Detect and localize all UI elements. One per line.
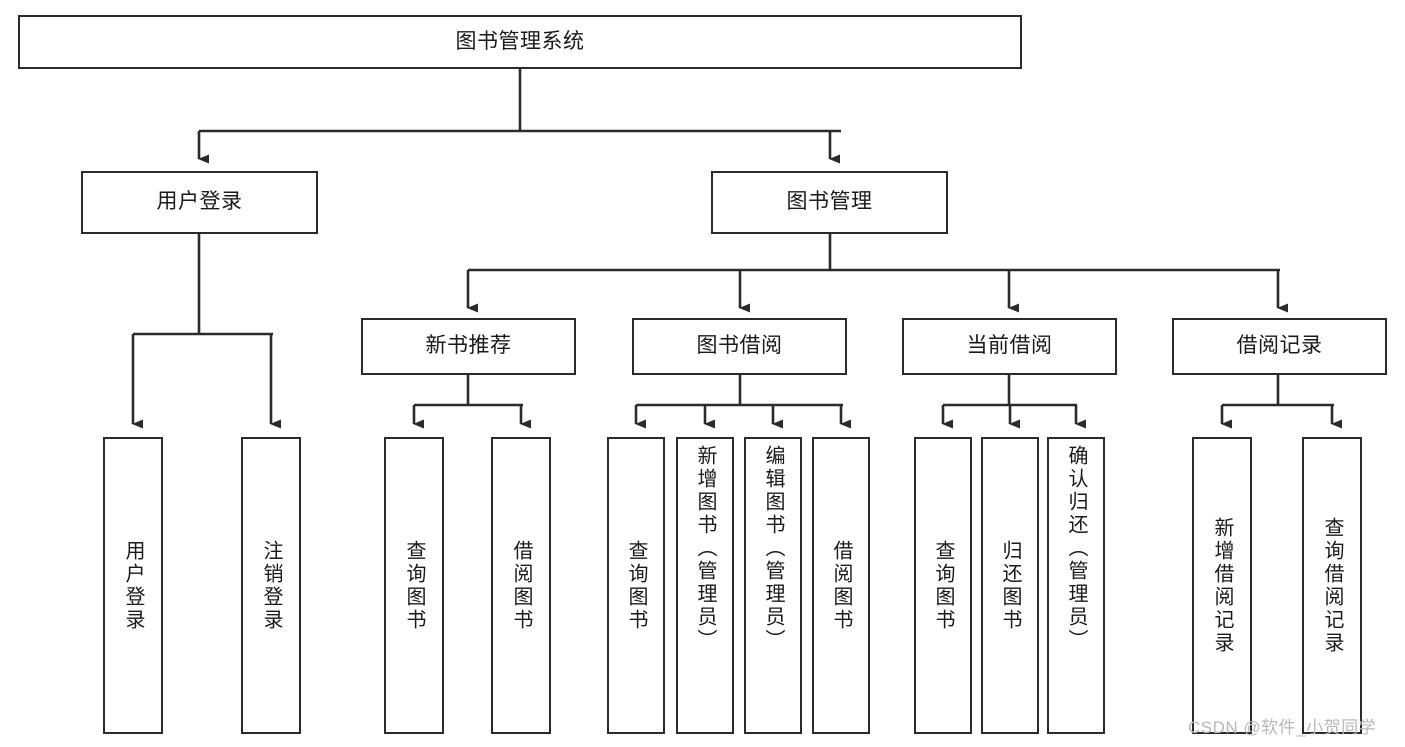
leaf-current-borrow-return-book[interactable]: 归还图书 (981, 437, 1039, 734)
node-label: 查询图书 (625, 539, 647, 632)
node-label: 图书管理 (786, 190, 873, 214)
node-label: 借阅记录 (1236, 334, 1323, 358)
node-label: 编辑图书（管理员） (762, 445, 784, 652)
node-label: 注销登录 (260, 539, 282, 632)
node-book-management[interactable]: 图书管理 (711, 171, 948, 234)
node-root-book-management-system[interactable]: 图书管理系统 (18, 15, 1022, 69)
leaf-borrow-record-add-record[interactable]: 新增借阅记录 (1192, 437, 1252, 734)
leaf-current-borrow-query-book[interactable]: 查询图书 (914, 437, 972, 734)
node-label: 新增借阅记录 (1211, 516, 1233, 655)
node-current-borrow[interactable]: 当前借阅 (902, 318, 1117, 375)
node-label: 用户登录 (122, 539, 144, 632)
node-borrow-record[interactable]: 借阅记录 (1172, 318, 1387, 375)
node-label: 图书借阅 (696, 334, 783, 358)
leaf-book-borrow-edit-book-admin[interactable]: 编辑图书（管理员） (744, 437, 802, 734)
leaf-new-book-query-book[interactable]: 查询图书 (384, 437, 444, 734)
node-new-book-recommend[interactable]: 新书推荐 (361, 318, 576, 375)
node-book-borrow[interactable]: 图书借阅 (632, 318, 847, 375)
node-user-login[interactable]: 用户登录 (81, 171, 318, 234)
node-label: 借阅图书 (830, 539, 852, 632)
node-label: 用户登录 (156, 190, 243, 214)
leaf-book-borrow-query-book[interactable]: 查询图书 (607, 437, 665, 734)
node-label: 归还图书 (999, 539, 1021, 632)
leaf-borrow-record-query-record[interactable]: 查询借阅记录 (1302, 437, 1362, 734)
node-label: 确认归还（管理员） (1065, 445, 1087, 652)
node-label: 查询借阅记录 (1321, 516, 1343, 655)
node-label: 图书管理系统 (455, 29, 585, 53)
node-label: 新增图书（管理员） (694, 445, 716, 652)
leaf-current-borrow-confirm-return-admin[interactable]: 确认归还（管理员） (1047, 437, 1105, 734)
leaf-book-borrow-borrow-book[interactable]: 借阅图书 (812, 437, 870, 734)
leaf-user-login-login[interactable]: 用户登录 (103, 437, 163, 734)
leaf-user-login-logout[interactable]: 注销登录 (241, 437, 301, 734)
watermark: CSDN @软件_小贺同学 (1188, 718, 1377, 737)
leaf-new-book-borrow-book[interactable]: 借阅图书 (491, 437, 551, 734)
node-label: 借阅图书 (510, 539, 532, 632)
node-label: 当前借阅 (966, 334, 1053, 358)
node-label: 查询图书 (403, 539, 425, 632)
node-label: 新书推荐 (425, 334, 512, 358)
leaf-book-borrow-add-book-admin[interactable]: 新增图书（管理员） (676, 437, 734, 734)
node-label: 查询图书 (932, 539, 954, 632)
